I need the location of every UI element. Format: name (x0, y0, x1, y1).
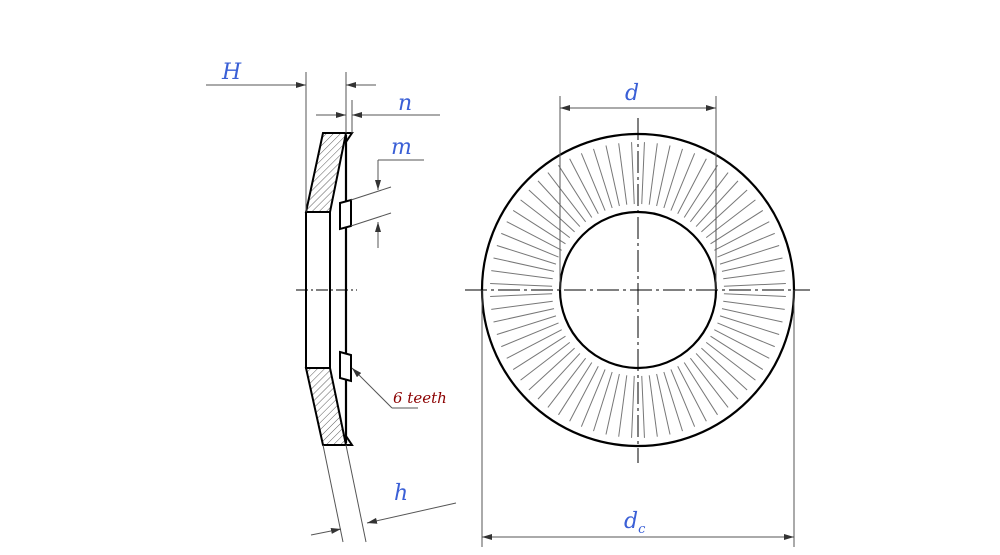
serration-line (723, 293, 786, 297)
serration-line (631, 142, 635, 205)
serration-line (723, 300, 785, 310)
label-n: n (398, 91, 412, 116)
serration-line (618, 143, 628, 205)
serration-line (641, 375, 645, 438)
serration-line (580, 369, 606, 427)
serration-line (491, 300, 553, 310)
serration-line (512, 335, 566, 370)
serration-line (547, 172, 587, 223)
serration-line (648, 375, 658, 437)
serration-line (605, 145, 620, 207)
serration-line (677, 158, 707, 214)
serration-line (670, 153, 696, 211)
serration-line (493, 308, 555, 323)
serration-line (605, 373, 620, 435)
serration-line (648, 143, 658, 205)
serration-line (506, 329, 562, 359)
serration-line (580, 153, 606, 211)
serration-line (656, 373, 671, 435)
serration-line (714, 221, 770, 251)
serration-line (663, 148, 683, 209)
serration-line (491, 270, 553, 280)
serration-line (528, 189, 575, 233)
serration-line (705, 199, 756, 239)
serration-line (717, 232, 775, 258)
serration-line (493, 257, 555, 272)
teeth-leader (351, 367, 418, 409)
serration-line (558, 164, 593, 218)
dimension-H (206, 72, 376, 212)
tooth-bottom (339, 350, 352, 383)
side-section-view (296, 132, 357, 446)
serration-line (689, 357, 729, 408)
serration-line (663, 371, 683, 432)
serration-line (593, 371, 613, 432)
serration-line (501, 322, 559, 348)
dimension-n (316, 100, 440, 133)
serration-line (701, 347, 748, 391)
serration-line (719, 315, 780, 335)
serration-line (520, 341, 571, 381)
serration-line (710, 335, 764, 370)
teeth-note: 6 teeth (393, 389, 447, 407)
serration-line (695, 180, 739, 227)
serration-line (721, 257, 783, 272)
serration-line (490, 283, 553, 287)
tooth-top (339, 198, 352, 231)
label-m: m (391, 135, 412, 160)
dimension-d (559, 96, 717, 290)
label-h: h (394, 481, 408, 506)
serration-line (537, 180, 581, 227)
serration-line (705, 341, 756, 381)
serration-line (723, 283, 786, 287)
serration-line (656, 145, 671, 207)
label-d: d (625, 81, 639, 106)
serration-line (670, 369, 696, 427)
serration-line (520, 199, 571, 239)
serration-line (537, 353, 581, 400)
serration-line (631, 375, 635, 438)
serration-line (677, 366, 707, 422)
face-view (465, 118, 810, 463)
serration-line (689, 172, 729, 223)
serration-line (719, 245, 780, 265)
serration-line (714, 329, 770, 359)
serration-line (593, 148, 613, 209)
serration-line (723, 270, 785, 280)
serration-line (618, 375, 628, 437)
serration-line (695, 353, 739, 400)
serration-line (641, 142, 645, 205)
serration-line (701, 189, 748, 233)
serration-line (569, 158, 599, 214)
bottom-hatched-section (304, 367, 348, 446)
serration-line (717, 322, 775, 348)
serration-line (683, 164, 718, 218)
serration-line (512, 210, 566, 245)
serration-line (710, 210, 764, 245)
dimension-m (350, 159, 424, 248)
radial-serrations (490, 142, 786, 438)
serration-line (506, 221, 562, 251)
serration-line (569, 366, 599, 422)
serration-line (496, 315, 557, 335)
serration-line (721, 308, 783, 323)
serration-line (496, 245, 557, 265)
label-H: H (221, 60, 242, 85)
serration-line (683, 362, 718, 416)
top-hatched-section (304, 132, 348, 213)
dimension-dc (481, 290, 795, 547)
serration-line (547, 357, 587, 408)
serration-line (528, 347, 575, 391)
serration-line (490, 293, 553, 297)
label-dc: dc (624, 509, 646, 537)
dimension-h (310, 444, 457, 543)
serration-line (501, 232, 559, 258)
serration-line (558, 362, 593, 416)
